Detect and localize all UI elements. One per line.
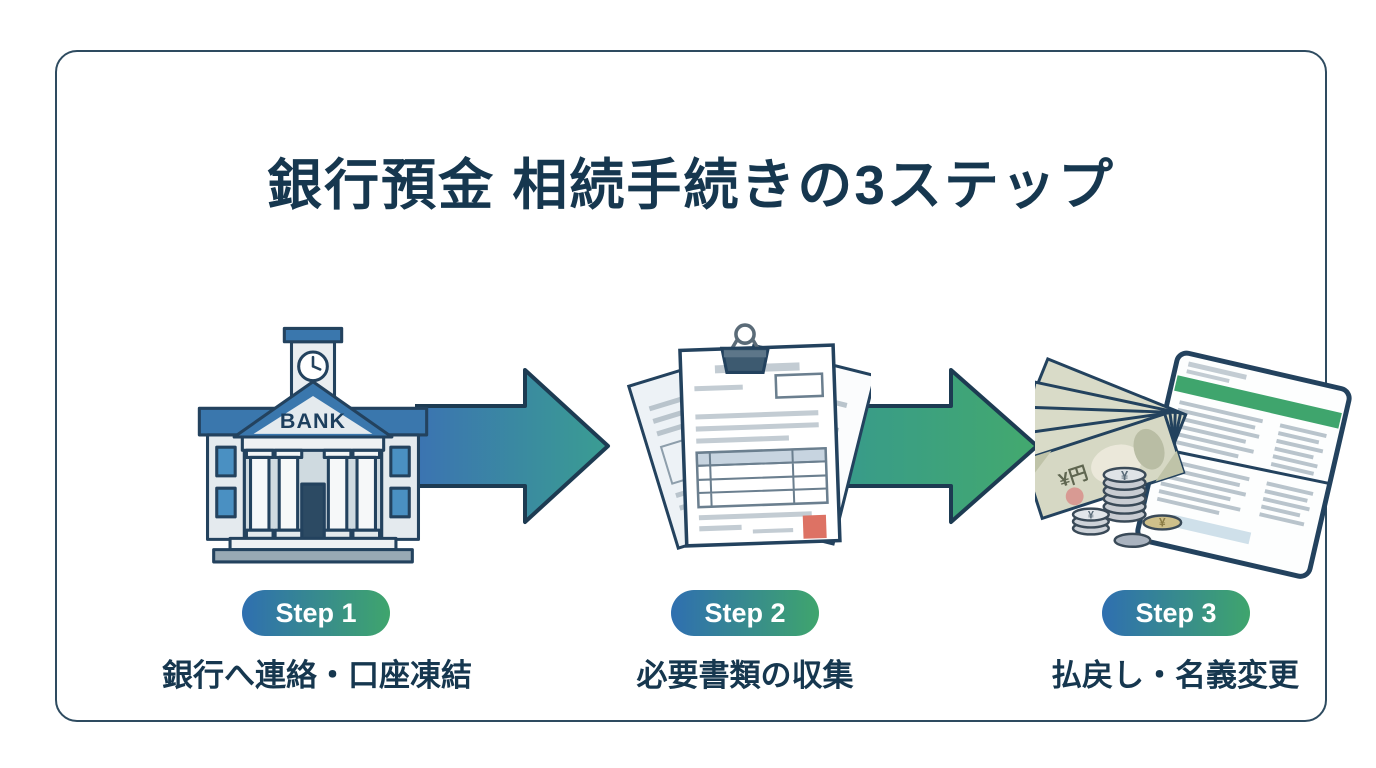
binder-clip-icon [719,323,771,374]
bank-sign: BANK [280,409,346,433]
step-1-label: 銀行へ連絡・口座凍結 [162,658,472,693]
page-title: 銀行預金 相続手続きの3ステップ [267,154,1115,216]
svg-text:¥: ¥ [1088,510,1095,522]
svg-text:¥: ¥ [1121,468,1129,483]
columns [244,448,382,540]
arrow-1-icon [415,368,610,524]
window-icon [215,445,237,478]
window-icon [389,445,411,478]
hanko-stamp-icon [802,514,827,539]
money-passbook-illustration: ¥円 ¥ ¥ [1035,350,1352,579]
step-2-badge: Step 2 [671,590,819,636]
gray-coin [1113,532,1152,549]
bank-illustration: BANK [197,326,429,564]
step-3-label: 払戻し・名義変更 [1051,658,1299,693]
svg-text:¥: ¥ [1159,515,1166,529]
step-1-badge: Step 1 [242,590,390,636]
stairs [228,536,398,552]
document-table [695,446,829,509]
window-icon [215,486,237,519]
step-3-badge: Step 3 [1102,590,1250,636]
tall-coin-stack: ¥ [1102,466,1147,523]
infographic-card: 銀行預金 相続手続きの3ステップ [55,50,1352,722]
small-coin-stack: ¥ [1071,507,1110,536]
passbook-green-stripe [1174,375,1342,429]
window-icon [389,486,411,519]
step-2-label: 必要書類の収集 [636,658,854,693]
door [300,482,326,541]
banknotes-icon: ¥円 [1035,357,1188,521]
gold-coin: ¥ [1142,514,1183,531]
coin-stacks-icon: ¥ ¥ ¥ [1071,466,1183,549]
paper-front [678,343,842,548]
passbook-icon [1135,350,1352,579]
arrow-2-icon [829,368,1039,524]
documents-illustration [626,323,871,551]
